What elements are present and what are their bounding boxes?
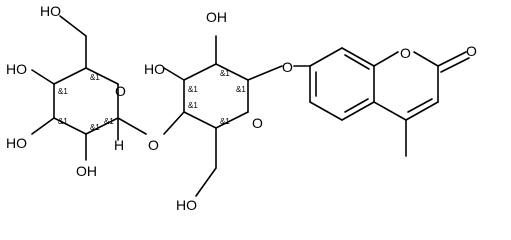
middle-sugar-ring [163,35,283,197]
stereo-label: &1 [58,117,68,126]
atom-glyco-o: O [148,137,159,153]
atom-oh-top-mid: OH [206,9,227,25]
atom-oh-lower-left: HO [6,135,27,151]
atom-carbonyl-o: O [466,43,477,59]
stereo-label: &1 [236,85,246,94]
left-sugar-ring [31,15,147,161]
stereo-label: &1 [58,87,68,96]
stereo-label: &1 [188,101,198,110]
stereo-label: &1 [104,117,114,126]
atom-ho-bottom: HO [176,197,197,213]
stereo-label: &1 [220,69,230,78]
stereo-label: &1 [220,117,230,126]
atom-coumarin-o: O [400,45,411,61]
atom-oh-left: HO [6,61,27,77]
coumarin-core [293,47,470,157]
stereo-label: &1 [90,123,100,132]
atom-labels: HO HO HO OH O H O OH HO O HO O O O [6,3,477,213]
atom-oh-bottom-left: OH [76,163,97,179]
stereo-labels: &1 &1 &1 &1 &1 &1 &1 &1 &1 &1 [58,69,246,132]
atom-aryl-o: O [282,59,293,75]
atom-oh-mid: HO [144,61,165,77]
atom-ring1-o: O [115,83,126,99]
atom-ring2-o: O [252,115,263,131]
atom-oh-top-left: HO [40,3,61,19]
atom-anomeric-h: H [114,137,124,153]
stereo-label: &1 [188,85,198,94]
stereo-label: &1 [90,73,100,82]
structure-diagram: HO HO HO OH O H O OH HO O HO O O O &1 &1… [6,3,477,213]
